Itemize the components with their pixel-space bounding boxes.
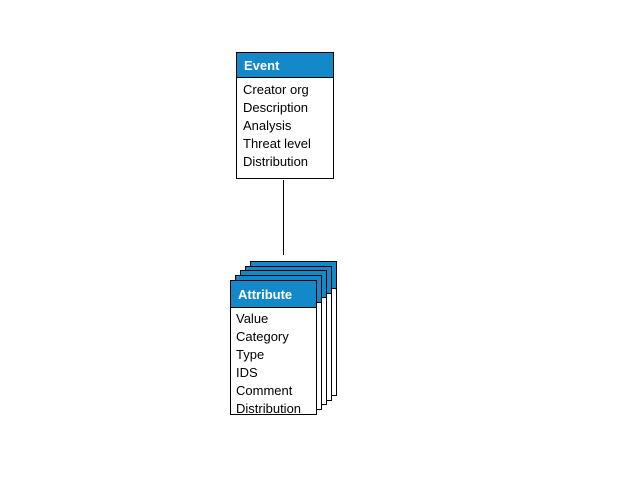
attribute-entity-header: Attribute [231,281,316,308]
attribute-field: Category [236,329,289,344]
event-field: Distribution [243,154,309,169]
event-entity-title: Event [244,57,280,73]
event-field-list: Creator org Description Analysis Threat … [237,78,333,171]
attribute-field: Comment [236,383,293,398]
attribute-entity-title: Attribute [238,286,293,302]
attribute-field-list: Value Category Type IDS Comment Distribu… [231,308,316,418]
event-field: Analysis [243,118,292,133]
attribute-field: Type [236,347,265,362]
event-field: Creator org [243,82,309,97]
event-field: Threat level [243,136,311,151]
attribute-entity-box: Attribute Value Category Type IDS Commen… [230,280,317,418]
event-entity-box: Event Creator org Description Analysis T… [236,52,334,179]
event-entity-header: Event [237,53,333,78]
attribute-field: IDS [236,365,258,380]
attribute-field: Value [236,311,269,326]
event-field: Description [243,100,309,115]
event-attribute-connector-line [283,180,284,255]
attribute-field: Distribution [236,401,302,416]
